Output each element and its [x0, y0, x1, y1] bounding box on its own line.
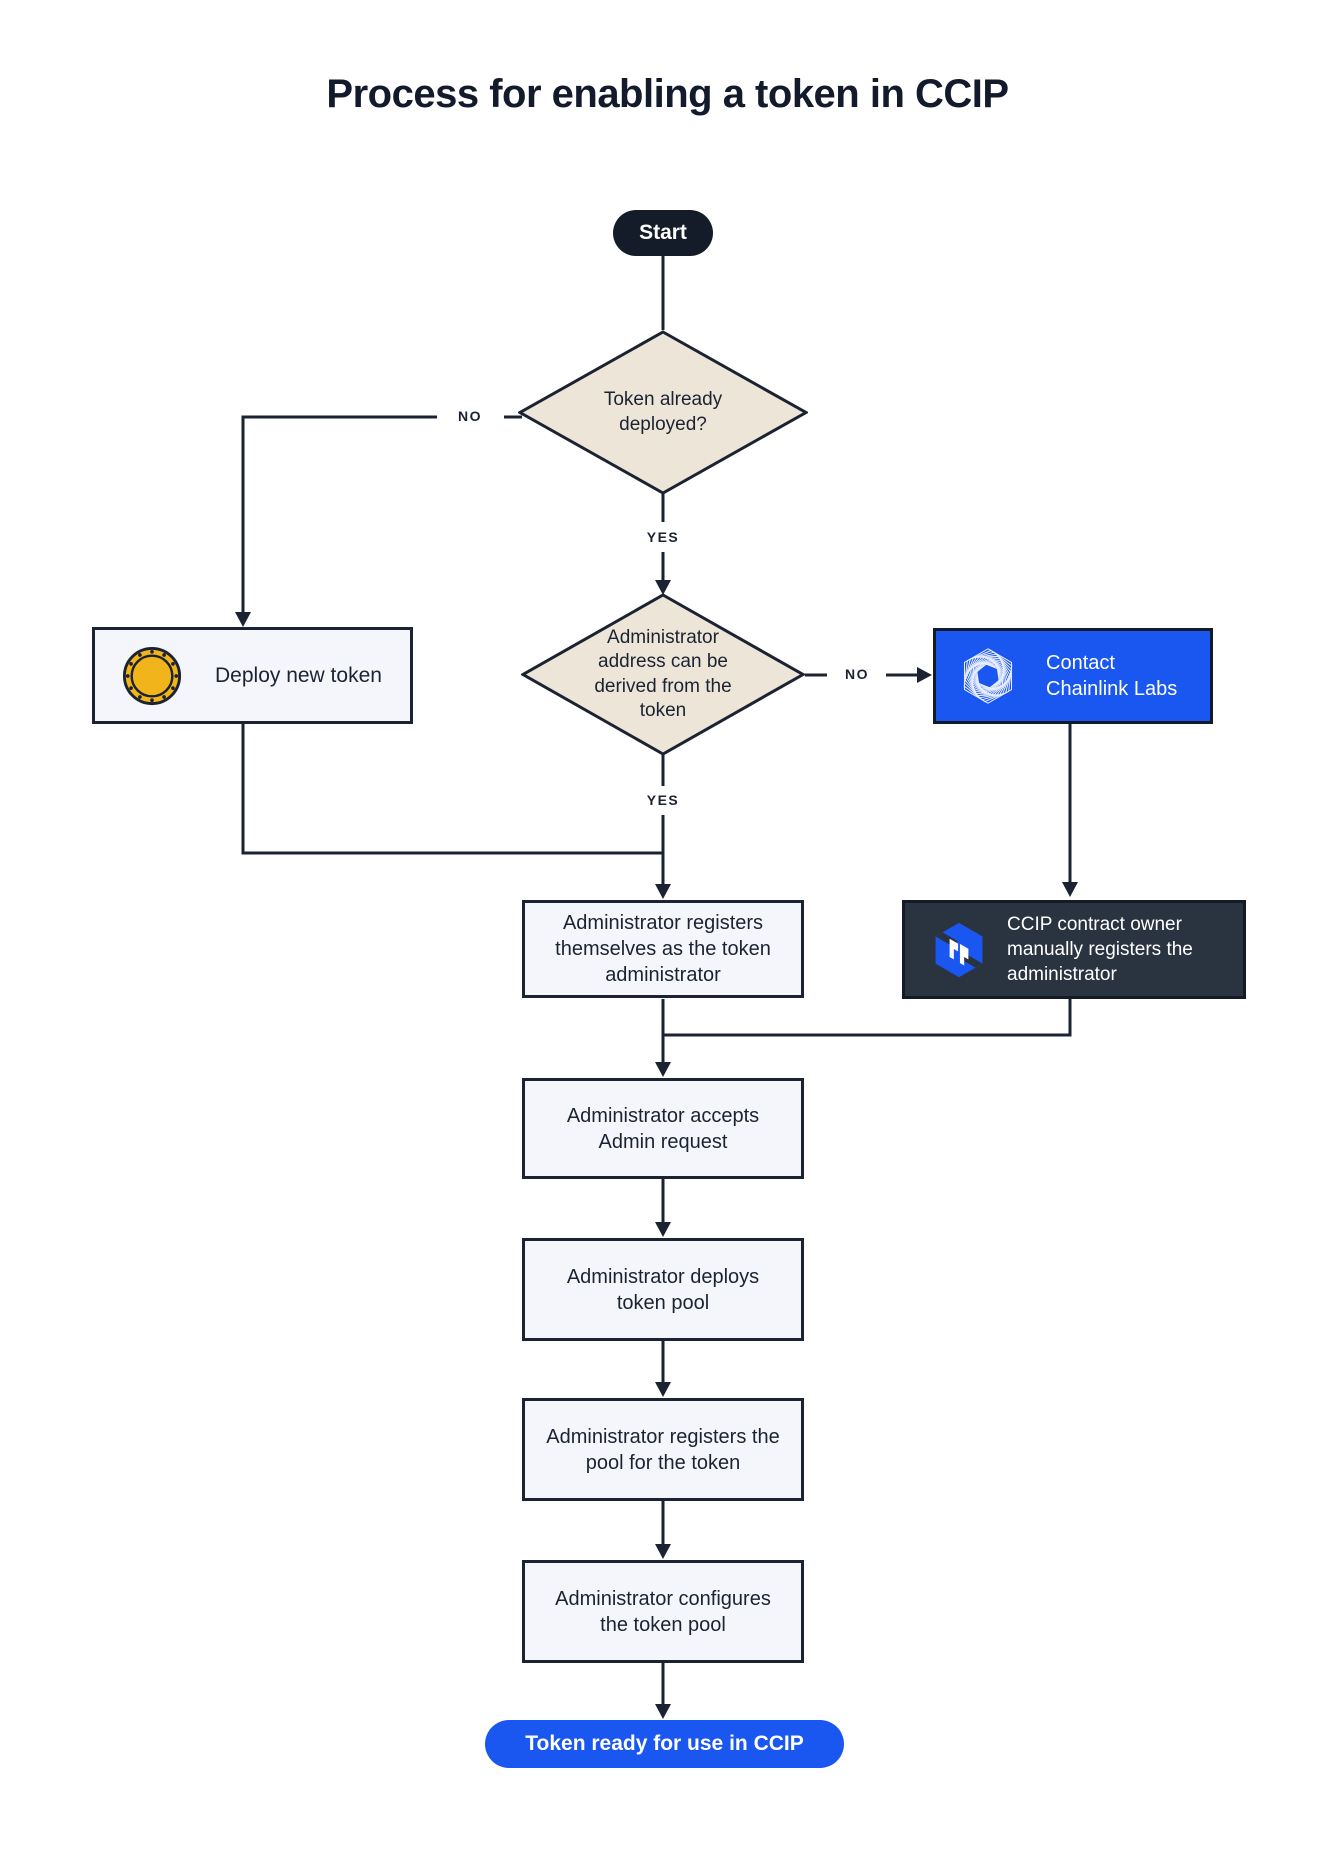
edge-label-no-2: NO	[845, 666, 869, 682]
arrowhead	[1062, 882, 1078, 897]
ccip-icon	[935, 922, 983, 977]
admin-registers-pool-label: Administrator registers the pool for the…	[546, 1425, 780, 1474]
edge-label-yes-2: YES	[646, 792, 680, 808]
edge-label-no-1: NO	[458, 408, 482, 424]
decision-token-deployed: Token already deployed?	[518, 330, 808, 495]
decision-token-deployed-label: Token already deployed?	[603, 389, 723, 435]
ccip-owner-registers-label: CCIP contract owner manually registers t…	[1007, 913, 1193, 986]
edge-label-yes-1: YES	[646, 529, 680, 545]
start-node: Start	[613, 210, 713, 256]
admin-deploys-pool-label: Administrator deploys token pool	[566, 1265, 760, 1314]
deploy-new-token-node: Deploy new token	[92, 627, 413, 724]
deploy-new-token-label: Deploy new token	[215, 663, 382, 687]
admin-configures-pool-label: Administrator configures the token pool	[555, 1587, 771, 1636]
page-title: Process for enabling a token in CCIP	[326, 72, 1009, 116]
decision-admin-address: Administrator address can be derived fro…	[521, 593, 805, 756]
diamond-shape	[521, 593, 805, 756]
arrowhead	[655, 1544, 671, 1559]
admin-accepts-node: Administrator accepts Admin request	[522, 1078, 804, 1179]
diamond-shape	[518, 330, 808, 495]
arrowhead	[917, 667, 932, 683]
end-label: Token ready for use in CCIP	[525, 1732, 804, 1755]
ccip-owner-registers-node: CCIP contract owner manually registers t…	[902, 900, 1246, 999]
connector-decision1-no-b	[241, 415, 437, 612]
arrowhead	[655, 1382, 671, 1397]
admin-registers-pool-node: Administrator registers the pool for the…	[522, 1398, 804, 1501]
admin-deploys-pool-node: Administrator deploys token pool	[522, 1238, 804, 1341]
connector-ccipowner-merge	[663, 999, 1072, 1037]
admin-accepts-label: Administrator accepts Admin request	[566, 1104, 760, 1153]
start-label: Start	[639, 221, 687, 244]
end-node: Token ready for use in CCIP	[485, 1720, 844, 1768]
arrowhead	[655, 1704, 671, 1719]
chainlink-labs-icon	[960, 646, 1016, 706]
arrowhead	[655, 1062, 671, 1077]
admin-registers-self-node: Administrator registers themselves as th…	[522, 900, 804, 998]
admin-configures-pool-node: Administrator configures the token pool	[522, 1560, 804, 1663]
contact-chainlink-node: Contact Chainlink Labs	[933, 628, 1213, 724]
coin-icon	[122, 646, 182, 705]
arrowhead	[655, 1222, 671, 1237]
arrowhead	[655, 884, 671, 899]
decision-admin-address-label: Administrator address can be derived fro…	[594, 626, 732, 721]
arrowhead	[235, 612, 251, 627]
admin-registers-self-label: Administrator registers themselves as th…	[555, 912, 771, 986]
contact-chainlink-label: Contact Chainlink Labs	[1046, 652, 1178, 700]
